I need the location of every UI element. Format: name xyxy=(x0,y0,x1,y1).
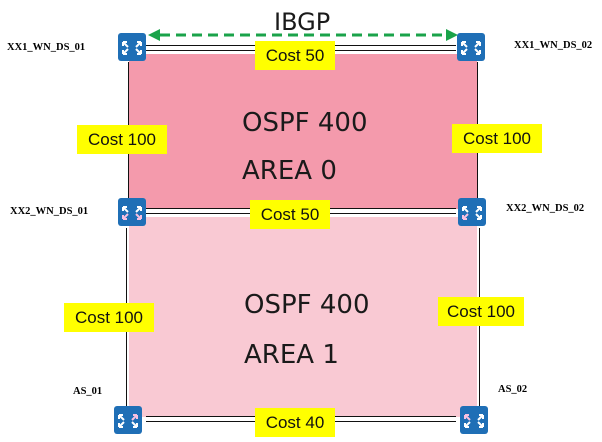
router-icon[interactable] xyxy=(114,406,142,434)
router-icon[interactable] xyxy=(458,198,486,226)
cost-label-left-upper: Cost 100 xyxy=(77,125,167,154)
cost-label-bottom: Cost 40 xyxy=(255,408,335,437)
router-label-as-01: AS_01 xyxy=(73,386,103,397)
cost-label-middle: Cost 50 xyxy=(250,200,330,229)
ibgp-arrowhead-right xyxy=(446,29,458,41)
area-0-protocol: OSPF 400 xyxy=(242,108,368,138)
router-label-xx2-ds-02: XX2_WN_DS_02 xyxy=(506,203,585,214)
router-icon[interactable] xyxy=(118,33,146,61)
router-icon[interactable] xyxy=(118,198,146,226)
router-label-xx1-ds-01: XX1_WN_DS_01 xyxy=(7,42,86,53)
area-1-protocol: OSPF 400 xyxy=(244,290,370,320)
cost-label-top: Cost 50 xyxy=(255,41,335,70)
area-1-name: AREA 1 xyxy=(244,340,339,370)
cost-label-right-lower: Cost 100 xyxy=(438,297,524,326)
router-label-as-02: AS_02 xyxy=(498,384,528,395)
router-label-xx2-ds-01: XX2_WN_DS_01 xyxy=(10,206,89,217)
ibgp-arrowhead-left xyxy=(148,29,160,41)
cost-label-left-lower: Cost 100 xyxy=(64,303,154,332)
router-icon[interactable] xyxy=(457,33,485,61)
area-0-name: AREA 0 xyxy=(242,156,337,186)
cost-label-right-upper: Cost 100 xyxy=(452,124,542,153)
ibgp-label: IBGP xyxy=(274,8,331,36)
ibgp-arrow xyxy=(148,29,458,41)
router-label-xx1-ds-02: XX1_WN_DS_02 xyxy=(514,40,593,51)
ospf-area-0-region xyxy=(129,54,477,209)
ospf-area-1-region xyxy=(129,217,477,417)
router-icon[interactable] xyxy=(460,406,488,434)
